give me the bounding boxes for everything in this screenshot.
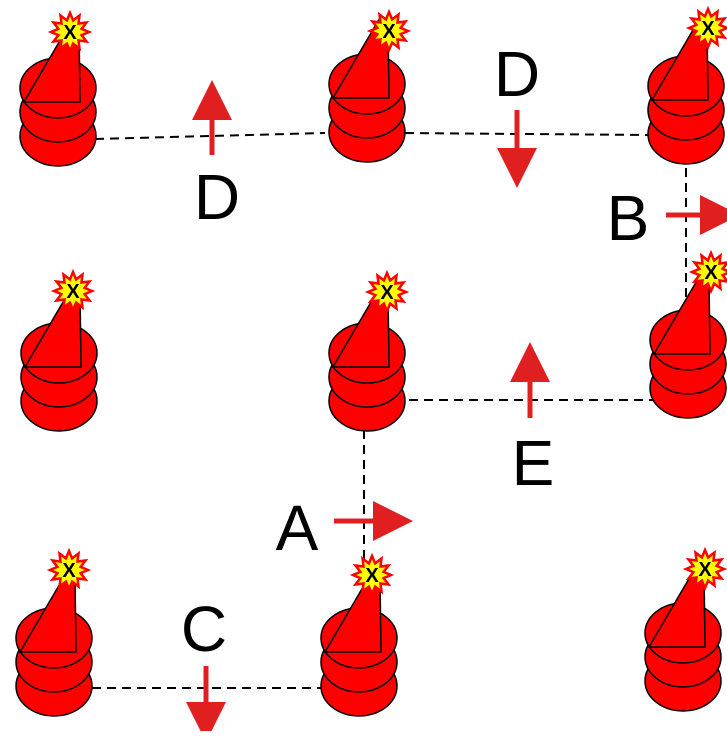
badge-mark: X — [698, 559, 712, 581]
badge-n8[interactable]: X — [349, 552, 395, 598]
starburst-badge-icon — [682, 546, 727, 592]
badge-mark: X — [382, 21, 396, 43]
pawn-icon — [20, 284, 98, 432]
starburst-badge-icon — [47, 9, 93, 55]
badge-mark: X — [380, 282, 394, 304]
arrows — [186, 80, 727, 736]
pawn-icon — [644, 564, 722, 712]
pawn-icon — [649, 271, 727, 419]
pawn-node-n4[interactable] — [20, 284, 98, 432]
badge-n3[interactable]: X — [685, 5, 727, 51]
badge-n1[interactable]: X — [47, 9, 93, 55]
pawn-icon — [15, 569, 93, 717]
labels: D D B E A C — [181, 38, 649, 665]
starburst-badge-icon — [50, 268, 96, 314]
badges: X X X X X X X X — [46, 5, 727, 598]
badge-mark: X — [701, 18, 715, 40]
badge-mark: X — [63, 22, 77, 44]
badge-n4[interactable]: X — [50, 268, 96, 314]
badge-mark: X — [62, 560, 76, 582]
pawn-node-n8[interactable] — [320, 569, 398, 717]
nodes — [15, 15, 727, 717]
badge-mark: X — [66, 281, 80, 303]
badge-n2[interactable]: X — [366, 8, 412, 54]
label-c: C — [181, 593, 227, 665]
starburst-badge-icon — [349, 552, 395, 598]
pawn-node-n7[interactable] — [15, 569, 93, 717]
label-d-right: D — [494, 38, 540, 110]
starburst-badge-icon — [46, 547, 92, 593]
label-a: A — [276, 492, 319, 564]
badge-mark: X — [704, 262, 718, 284]
badge-n9[interactable]: X — [682, 546, 727, 592]
label-d-left: D — [194, 161, 240, 233]
pawn-node-n6[interactable] — [649, 271, 727, 419]
starburst-badge-icon — [688, 249, 727, 295]
edges — [92, 132, 687, 689]
edge-n2-n3 — [404, 132, 649, 136]
starburst-badge-icon — [685, 5, 727, 51]
starburst-badge-icon — [366, 8, 412, 54]
badge-mark: X — [365, 565, 379, 587]
pawn-icon — [320, 569, 398, 717]
edge-n1-n2 — [94, 132, 326, 140]
pawn-node-n9[interactable] — [644, 564, 722, 712]
badge-n7[interactable]: X — [46, 547, 92, 593]
badge-n6[interactable]: X — [688, 249, 727, 295]
label-b: B — [607, 182, 650, 254]
starburst-badge-icon — [364, 269, 410, 315]
badge-n5[interactable]: X — [364, 269, 410, 315]
label-e: E — [512, 427, 555, 499]
